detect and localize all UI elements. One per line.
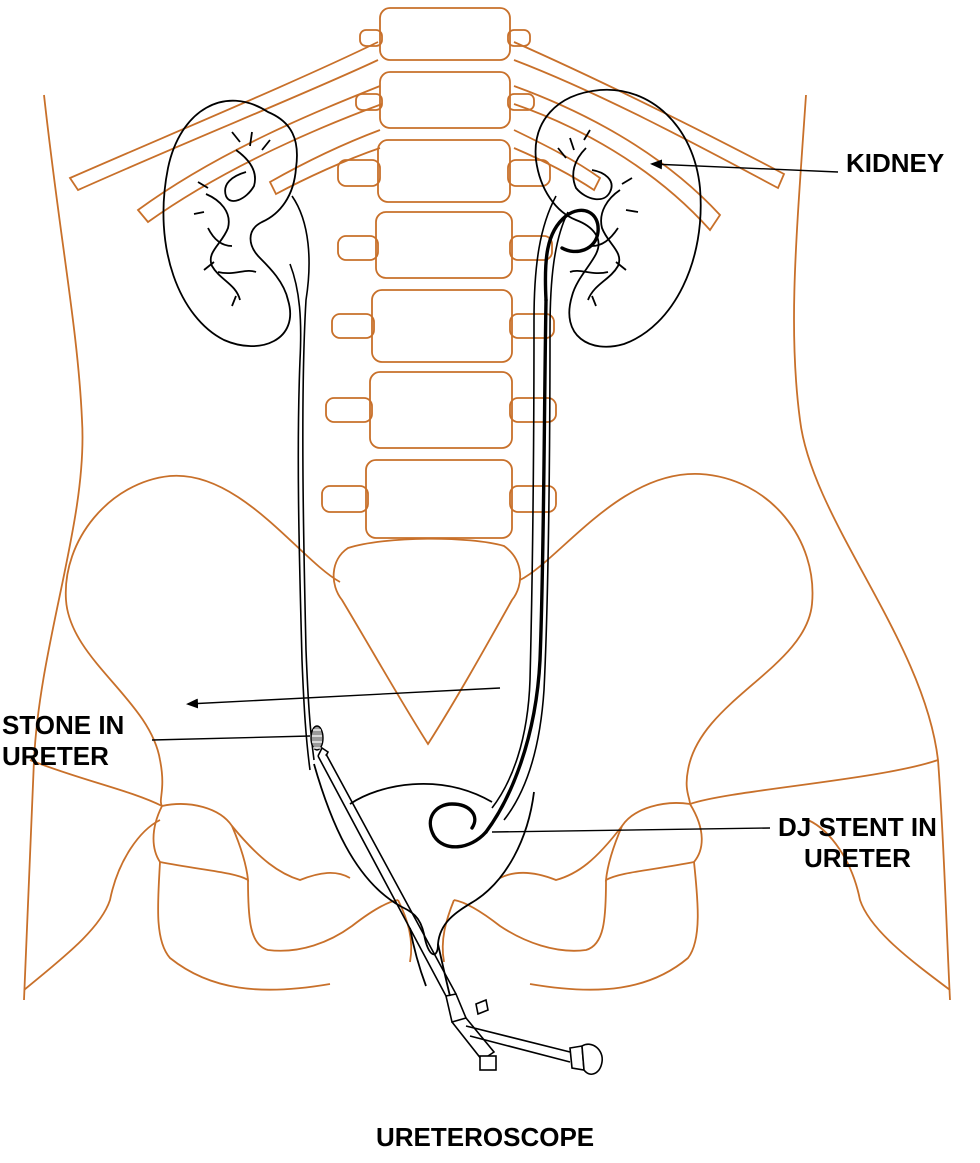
ureteroscope-eyepiece [480, 1056, 496, 1070]
kidney-left-calyces [194, 132, 270, 306]
vertebra-6-process-left [326, 398, 372, 422]
ureteroscope-body [446, 994, 466, 1022]
ureteroscope-label: URETEROSCOPE [376, 1122, 594, 1153]
rib-right-2 [514, 86, 720, 230]
ureteroscope-label-text: URETEROSCOPE [376, 1122, 594, 1153]
stone-label-line-2: URETER [2, 741, 124, 772]
ureteroscope-light-cap [582, 1044, 602, 1074]
stent-label-line-1: DJ STENT IN [778, 812, 937, 843]
vertebra-3-process-right [508, 160, 550, 186]
pointers [152, 164, 838, 832]
pointer-stent [492, 828, 770, 832]
vertebra-1-process-left [360, 30, 382, 46]
body-outline-left [24, 95, 83, 1000]
dj-stent-upper-coil [545, 210, 598, 300]
vertebra-7-process-left [322, 486, 368, 512]
vertebra-2 [380, 72, 510, 128]
pelvis-right-iliac [520, 474, 813, 804]
vertebra-1 [380, 8, 510, 60]
dj-stent-lower-coil [430, 804, 486, 847]
sacrum [334, 539, 521, 744]
ureter-stone [311, 726, 323, 750]
ureteroscope-handle [452, 1018, 494, 1060]
pelvis-left-arc [158, 862, 330, 990]
stone-label: STONE IN URETER [2, 710, 124, 772]
ureter-left-outer [290, 264, 310, 770]
kidney-left [163, 101, 297, 346]
stent-label: DJ STENT IN URETER [778, 812, 937, 874]
vertebra-7 [366, 460, 512, 538]
kidney-right [536, 90, 701, 347]
pelvis-left-ischium [248, 880, 398, 951]
kidney-label-text: KIDNEY [846, 148, 944, 179]
rib-left-3 [270, 130, 380, 194]
kidney-label: KIDNEY [846, 148, 944, 179]
vertebra-6 [370, 372, 512, 448]
pelvis-right-lower [606, 803, 702, 880]
spine [322, 8, 556, 538]
pelvis-right-hip [500, 826, 622, 880]
stent-label-line-2: URETER [778, 843, 937, 874]
vertebra-5-process-left [332, 314, 374, 338]
pointer-stone [152, 736, 310, 740]
dj-stent [430, 210, 598, 846]
kidneys [163, 90, 700, 820]
vertebra-2-process-left [356, 94, 382, 110]
vertebra-3-process-left [338, 160, 380, 186]
kidney-left-pelvis [206, 150, 256, 300]
bladder [314, 764, 534, 996]
vertebra-5 [372, 290, 512, 362]
vertebra-2-process-right [508, 94, 534, 110]
ureteroscope-side-valve [476, 1000, 488, 1014]
ureteroscope-shaft [318, 754, 456, 996]
ureter-right-outer [504, 212, 568, 820]
pelvis-left-lower [154, 804, 249, 880]
rib-left-2 [138, 86, 382, 222]
pelvis-left-hip [232, 826, 350, 880]
pelvis [24, 474, 950, 990]
vertebra-4 [376, 212, 512, 278]
stone-label-line-1: STONE IN [2, 710, 124, 741]
pelvis-right-arc [530, 862, 698, 990]
kidney-right-pelvis [570, 148, 620, 300]
pelvis-right-ischium [454, 880, 606, 951]
vertebra-4-process-left [338, 236, 378, 260]
femur-right [690, 760, 950, 990]
vertebra-3 [378, 140, 510, 202]
femur-left [24, 760, 162, 990]
dj-stent-shaft [486, 300, 546, 832]
